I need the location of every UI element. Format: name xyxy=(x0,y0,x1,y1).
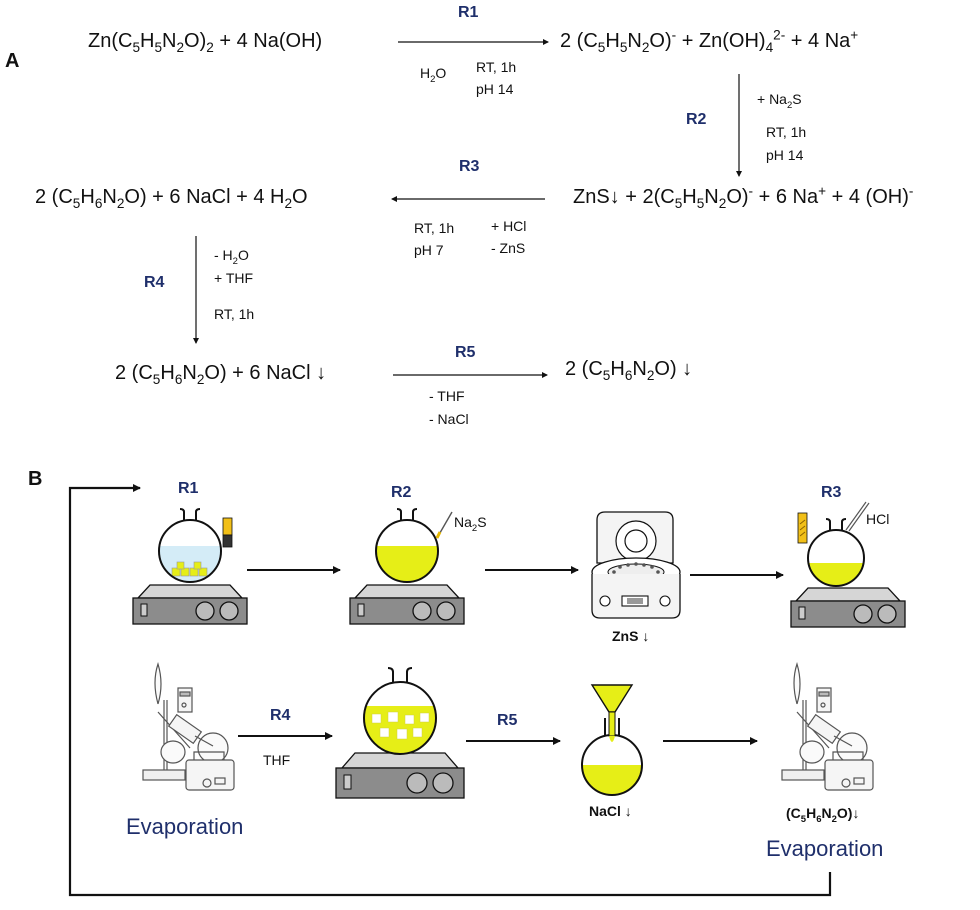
b-r3-label: R3 xyxy=(821,484,842,501)
r2-flask xyxy=(375,508,453,583)
r3-label: R3 xyxy=(459,158,480,175)
r1-hotplate xyxy=(132,584,248,625)
r1-flask xyxy=(158,508,233,583)
r3-reagent-zns: - ZnS xyxy=(491,240,526,256)
evaporation-left-label: Evaporation xyxy=(126,814,244,839)
r1-conditions-ph: pH 14 xyxy=(476,81,514,97)
r4-label: R4 xyxy=(144,274,165,291)
r5-reagent-thf: - THF xyxy=(429,388,465,404)
r4-conditions-time: RT, 1h xyxy=(214,306,255,322)
b-r2-label: R2 xyxy=(391,484,412,501)
r3-flask xyxy=(797,501,870,587)
r2-label: R2 xyxy=(686,111,707,128)
r3-conditions-ph: pH 7 xyxy=(414,242,444,258)
nacl-precipitate-label: NaCl ↓ xyxy=(589,803,632,819)
evaporation-right-label: Evaporation xyxy=(766,836,884,861)
recycle-loop-arrow xyxy=(68,484,832,897)
r2-conditions-time: RT, 1h xyxy=(766,124,807,140)
rotary-evaporator-left xyxy=(142,662,235,791)
thf-label: THF xyxy=(263,752,291,768)
r5-label: R5 xyxy=(455,344,476,361)
r4-reagent-thf: + THF xyxy=(214,270,254,286)
r5-reagent-nacl: - NaCl xyxy=(429,411,469,427)
panel-b-label: B xyxy=(28,468,43,490)
b-r4-label: R4 xyxy=(270,707,291,724)
r1-reactants: Zn(C5H5N2O)2 + 4 Na(OH) xyxy=(88,30,323,55)
r5-filtration xyxy=(581,684,643,796)
panel-a-label: A xyxy=(5,50,20,72)
na2s-label: Na2S xyxy=(454,514,487,534)
r3-hotplate xyxy=(790,587,906,628)
r2-conditions-ph: pH 14 xyxy=(766,147,804,163)
r1-conditions-time: RT, 1h xyxy=(476,59,517,75)
rotary-evaporator-right xyxy=(781,662,874,791)
r4-flask xyxy=(363,667,437,755)
hcl-label: HCl xyxy=(866,511,890,527)
r1-solvent: H2O xyxy=(420,65,447,85)
b-r1-label: R1 xyxy=(178,480,199,497)
r3-conditions-time: RT, 1h xyxy=(414,220,455,236)
b-r5-label: R5 xyxy=(497,712,518,729)
r2-hotplate xyxy=(349,584,465,625)
r3-products: 2 (C5H6N2O) + 6 NaCl + 4 H2O xyxy=(35,186,308,211)
r1-products: 2 (C5H5N2O)- + Zn(OH)42- + 4 Na+ xyxy=(560,27,859,55)
r4-hotplate xyxy=(335,752,465,799)
r2-reagent: + Na2S xyxy=(757,91,802,111)
r3-reagent-hcl: + HCl xyxy=(491,218,527,234)
r4-products: 2 (C5H6N2O) + 6 NaCl ↓ xyxy=(115,362,327,387)
r3-reactants: ZnS↓ + 2(C5H5N2O)- + 6 Na+ + 4 (OH)- xyxy=(573,183,914,211)
r1-label: R1 xyxy=(458,4,479,21)
r5-products: 2 (C5H6N2O) ↓ xyxy=(565,358,693,383)
final-product-label: (C5H6N2O)↓ xyxy=(786,805,860,825)
centrifuge xyxy=(591,511,681,619)
r4-reagent-water: - H2O xyxy=(214,247,249,267)
zns-precipitate-label: ZnS ↓ xyxy=(612,628,650,644)
